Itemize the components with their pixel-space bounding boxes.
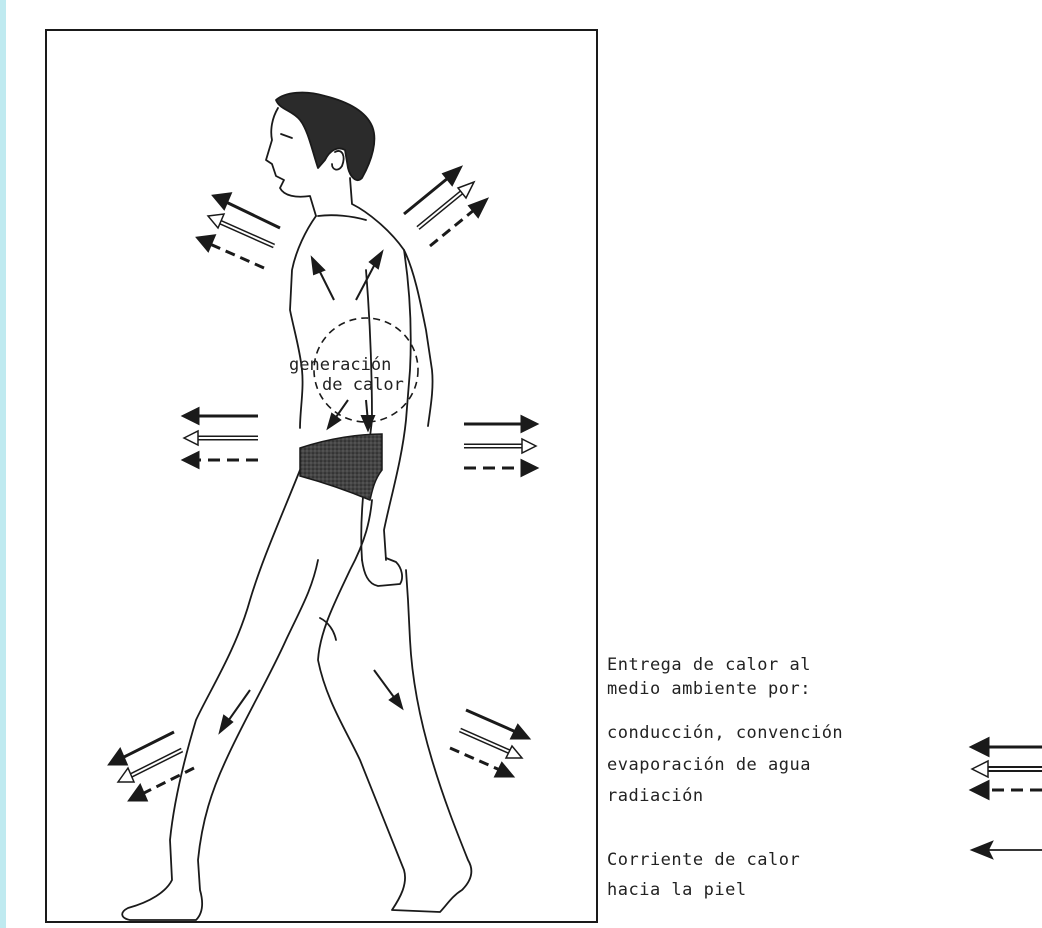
heat-loss-arrows-mid-right: [464, 417, 536, 475]
legend-title-line-1: Entrega de calor al: [607, 655, 811, 675]
human-figure: [122, 93, 471, 920]
legend-title-line-2: medio ambiente por:: [607, 679, 811, 699]
heat-loss-arrows-head-left: [198, 194, 280, 268]
legend-arrow-hollow: [972, 761, 1042, 777]
internal-heat-arrows: [220, 252, 402, 732]
heat-generation-label-1: generación: [289, 355, 391, 375]
front-leg-outer: [122, 470, 318, 920]
heat-loss-arrows-foot-right: [450, 710, 528, 776]
legend-arrow-solid: [972, 739, 1042, 755]
heat-loss-arrows-mid-left: [184, 409, 258, 467]
chest-front: [290, 216, 316, 428]
heat-loss-arrows-foot-left: [110, 732, 194, 800]
eye: [281, 134, 292, 138]
heat-loss-arrows-back-upper: [404, 168, 486, 246]
swim-trunks: [300, 434, 382, 500]
ear: [332, 151, 344, 170]
hair: [276, 93, 374, 181]
legend-mode-conduction: conducción, convención: [607, 723, 843, 743]
legend-skin-current-line-1: Corriente de calor: [607, 850, 800, 870]
hand: [362, 558, 402, 586]
shoulder-line: [318, 215, 366, 220]
legend-mode-radiation: radiación: [607, 786, 704, 806]
upper-arm-back: [384, 250, 411, 560]
legend-arrow-skin-current: [972, 842, 1042, 858]
heat-generation-label-2: de calor: [322, 375, 404, 395]
legend-skin-current-line-2: hacia la piel: [607, 880, 747, 900]
legend-arrow-dashed: [972, 782, 1042, 798]
scan-edge-strip: [0, 0, 6, 928]
legend-mode-evaporation: evaporación de agua: [607, 755, 811, 775]
